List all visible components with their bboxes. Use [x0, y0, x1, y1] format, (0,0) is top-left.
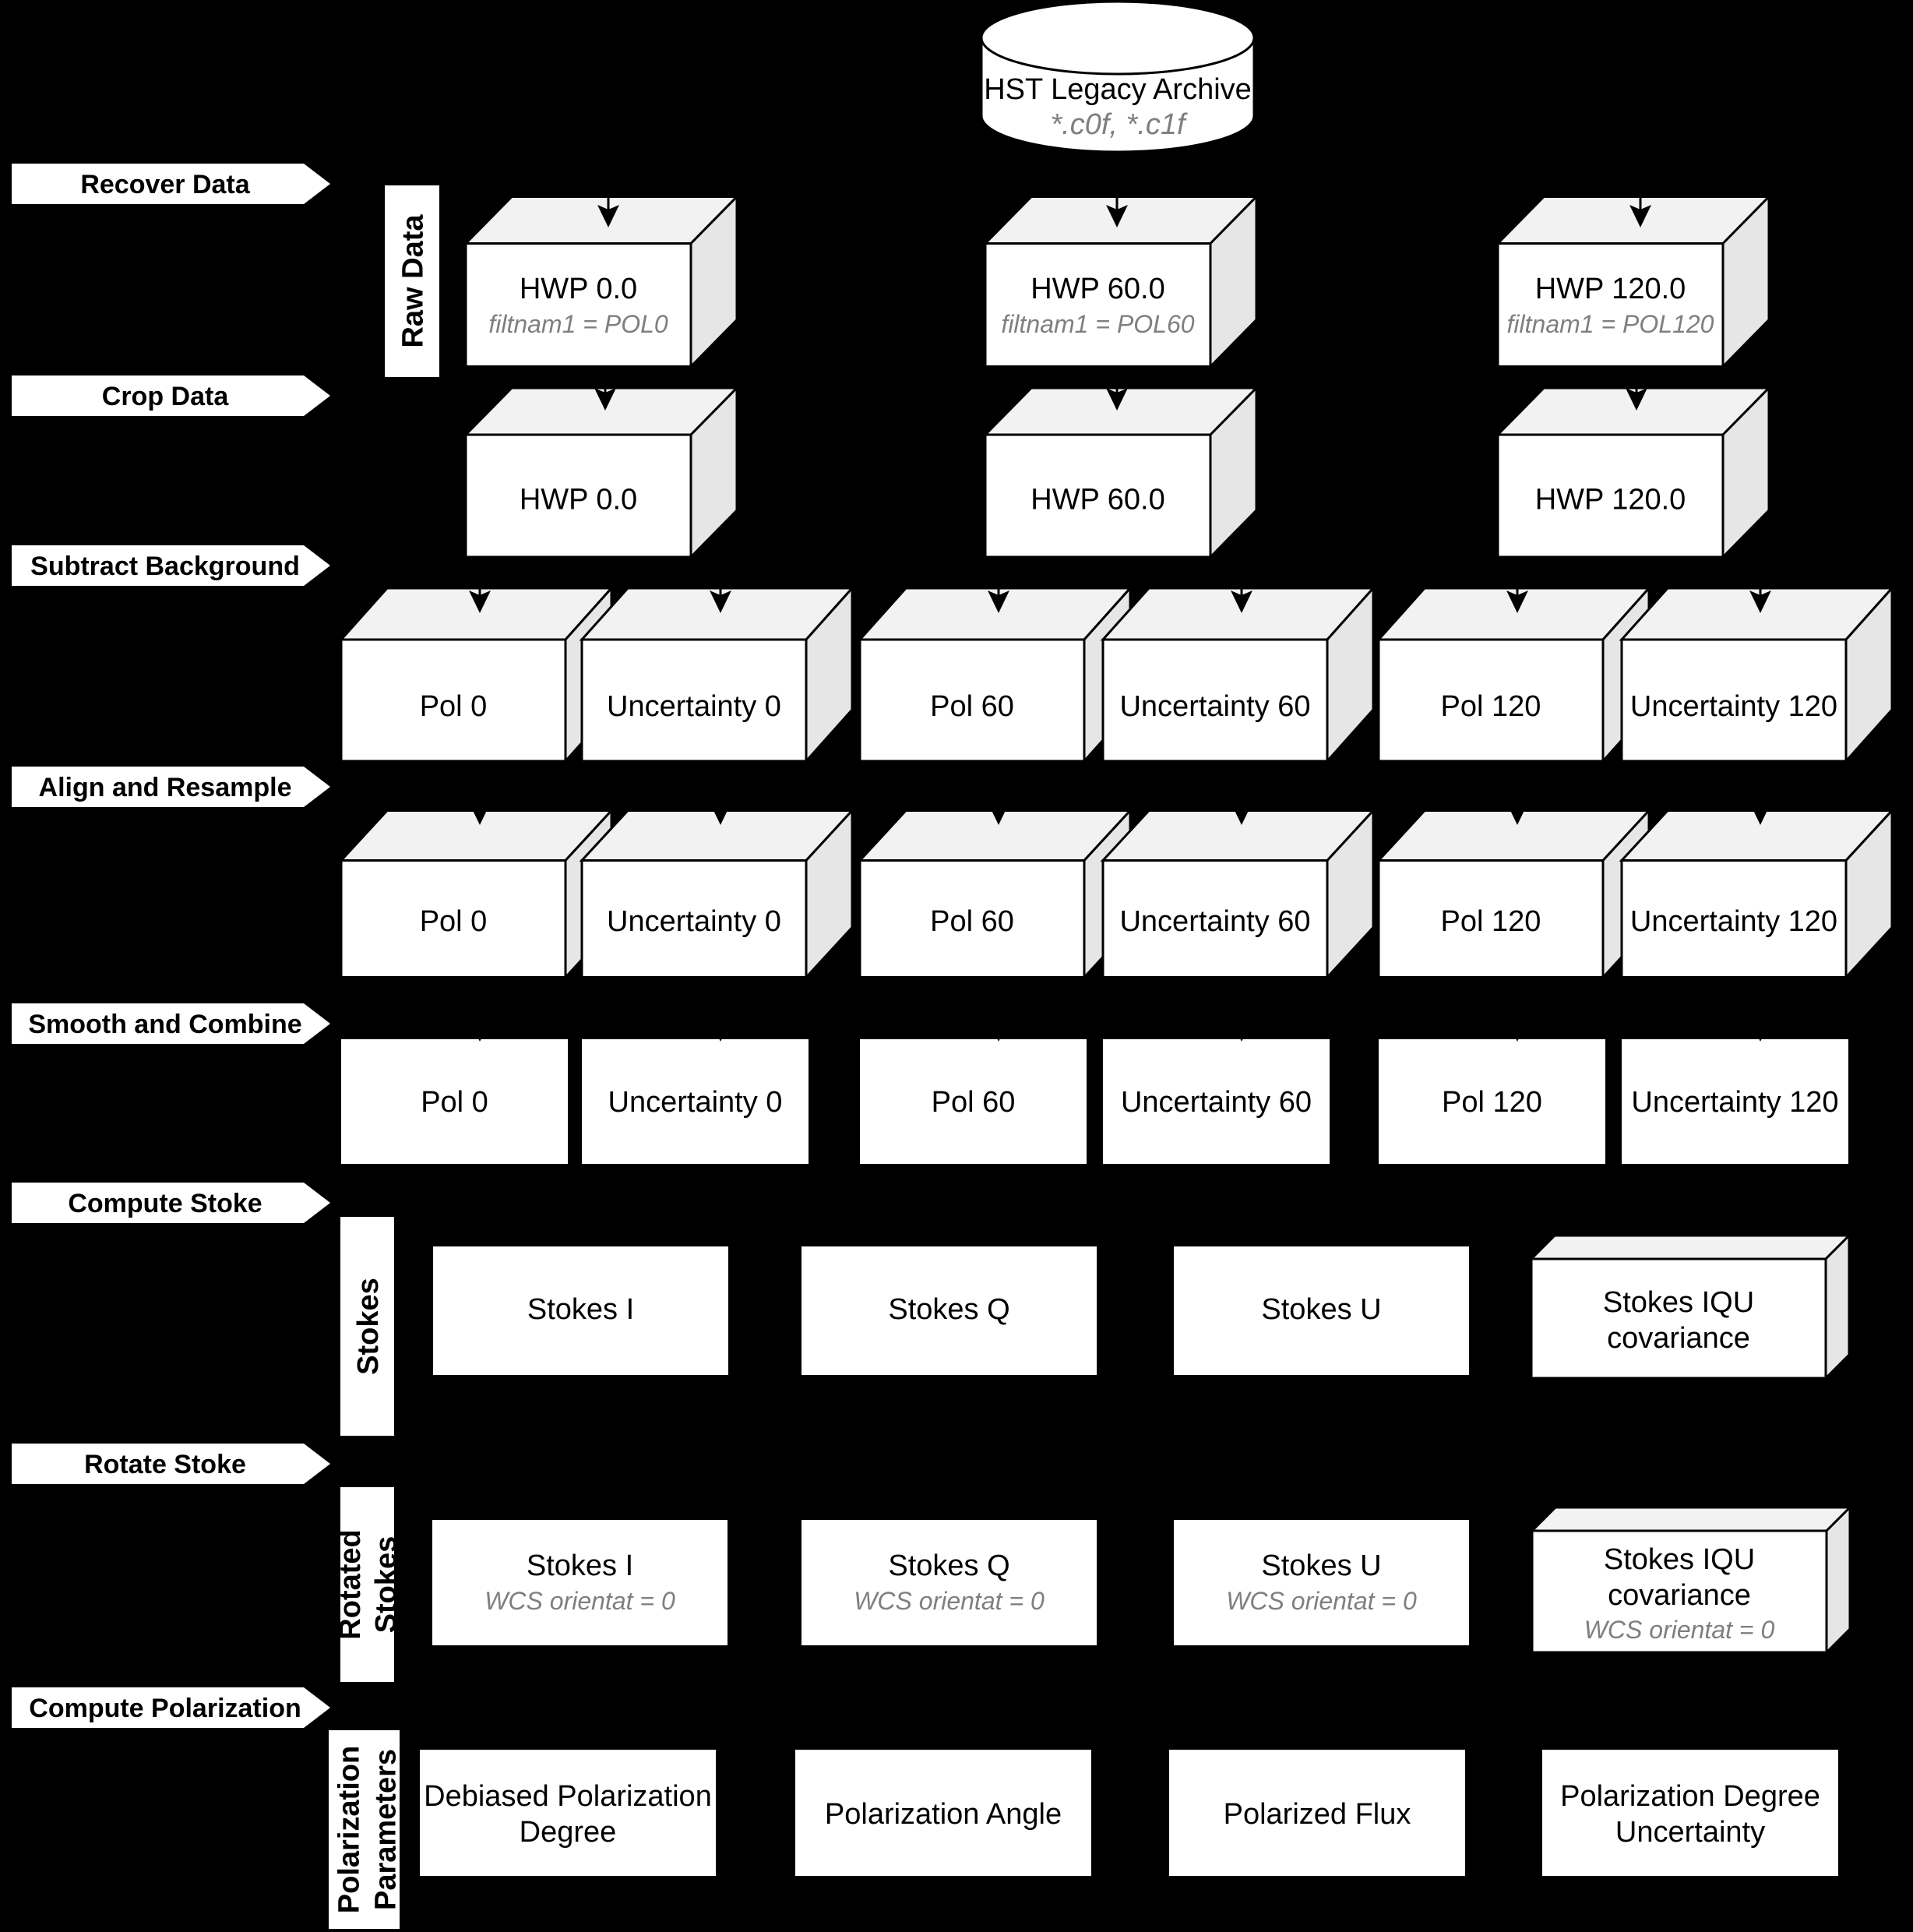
svg-text:Rotated: Rotated — [334, 1529, 367, 1639]
svg-text:Parameters: Parameters — [370, 1749, 403, 1910]
svg-text:Pol 60: Pol 60 — [930, 905, 1014, 938]
svg-text:Stokes I: Stokes I — [527, 1293, 634, 1326]
svg-text:Uncertainty: Uncertainty — [1615, 1816, 1765, 1849]
svg-text:Stokes U: Stokes U — [1261, 1293, 1381, 1326]
svg-text:HST Legacy Archive: HST Legacy Archive — [984, 73, 1252, 106]
svg-text:Rotate Stoke: Rotate Stoke — [84, 1450, 246, 1479]
svg-text:Pol 60: Pol 60 — [930, 690, 1014, 723]
svg-text:WCS orientat = 0: WCS orientat = 0 — [1584, 1616, 1775, 1644]
svg-text:Stokes: Stokes — [352, 1278, 385, 1375]
svg-text:Stokes Q: Stokes Q — [888, 1549, 1009, 1582]
svg-text:Pol 120: Pol 120 — [1442, 1086, 1542, 1119]
svg-text:Pol 120: Pol 120 — [1441, 690, 1541, 723]
svg-text:Raw Data: Raw Data — [397, 214, 430, 348]
svg-text:covariance: covariance — [1607, 1322, 1750, 1355]
svg-text:Uncertainty 0: Uncertainty 0 — [607, 690, 781, 723]
svg-text:Uncertainty 120: Uncertainty 120 — [1630, 905, 1837, 938]
svg-text:filtnam1 = POL0: filtnam1 = POL0 — [488, 310, 668, 338]
svg-text:Polarization: Polarization — [333, 1746, 366, 1913]
svg-text:Pol 0: Pol 0 — [421, 1086, 488, 1119]
svg-text:Uncertainty 120: Uncertainty 120 — [1630, 690, 1837, 723]
svg-text:Stokes I: Stokes I — [527, 1549, 633, 1582]
svg-text:HWP 0.0: HWP 0.0 — [520, 484, 637, 516]
svg-text:filtnam1 = POL120: filtnam1 = POL120 — [1507, 310, 1714, 338]
svg-text:Pol 0: Pol 0 — [420, 905, 488, 938]
svg-text:Stokes IQU: Stokes IQU — [1604, 1543, 1755, 1576]
svg-text:Stokes IQU: Stokes IQU — [1603, 1286, 1754, 1319]
svg-text:HWP 60.0: HWP 60.0 — [1030, 273, 1164, 305]
svg-text:Smooth and Combine: Smooth and Combine — [28, 1010, 301, 1039]
svg-text:Polarization Angle: Polarization Angle — [825, 1798, 1062, 1831]
svg-text:HWP 120.0: HWP 120.0 — [1535, 484, 1686, 516]
svg-text:filtnam1 = POL60: filtnam1 = POL60 — [1001, 310, 1194, 338]
svg-text:Polarized Flux: Polarized Flux — [1224, 1798, 1411, 1831]
svg-text:Pol 60: Pol 60 — [932, 1086, 1016, 1119]
svg-text:HWP 0.0: HWP 0.0 — [520, 273, 637, 305]
svg-text:Subtract Background: Subtract Background — [30, 552, 300, 581]
svg-text:Uncertainty 0: Uncertainty 0 — [607, 905, 781, 938]
svg-text:Stokes: Stokes — [370, 1536, 403, 1634]
svg-text:Recover Data: Recover Data — [80, 170, 250, 199]
svg-text:*.c0f, *.c1f: *.c0f, *.c1f — [1050, 108, 1188, 141]
svg-text:Uncertainty 120: Uncertainty 120 — [1631, 1086, 1838, 1119]
svg-text:Uncertainty 0: Uncertainty 0 — [608, 1086, 783, 1119]
svg-text:Compute Stoke: Compute Stoke — [68, 1189, 262, 1218]
svg-text:Stokes U: Stokes U — [1261, 1549, 1381, 1582]
svg-text:Uncertainty 60: Uncertainty 60 — [1119, 905, 1310, 938]
svg-text:HWP 120.0: HWP 120.0 — [1535, 273, 1686, 305]
svg-text:Align and Resample: Align and Resample — [39, 773, 292, 802]
svg-text:Polarization Degree: Polarization Degree — [1560, 1780, 1820, 1813]
svg-text:Pol 0: Pol 0 — [420, 690, 488, 723]
svg-text:WCS orientat = 0: WCS orientat = 0 — [1226, 1587, 1417, 1615]
svg-text:Debiased Polarization: Debiased Polarization — [424, 1780, 712, 1813]
svg-text:WCS orientat = 0: WCS orientat = 0 — [854, 1587, 1045, 1615]
svg-text:Uncertainty 60: Uncertainty 60 — [1119, 690, 1310, 723]
svg-text:Compute Polarization: Compute Polarization — [29, 1694, 301, 1723]
svg-text:covariance: covariance — [1608, 1579, 1751, 1612]
svg-text:WCS orientat = 0: WCS orientat = 0 — [484, 1587, 675, 1615]
svg-text:Degree: Degree — [520, 1816, 617, 1849]
svg-text:Crop Data: Crop Data — [102, 382, 230, 411]
svg-text:HWP 60.0: HWP 60.0 — [1030, 484, 1164, 516]
svg-text:Stokes Q: Stokes Q — [888, 1293, 1009, 1326]
svg-text:Pol 120: Pol 120 — [1441, 905, 1541, 938]
svg-text:Uncertainty 60: Uncertainty 60 — [1121, 1086, 1312, 1119]
